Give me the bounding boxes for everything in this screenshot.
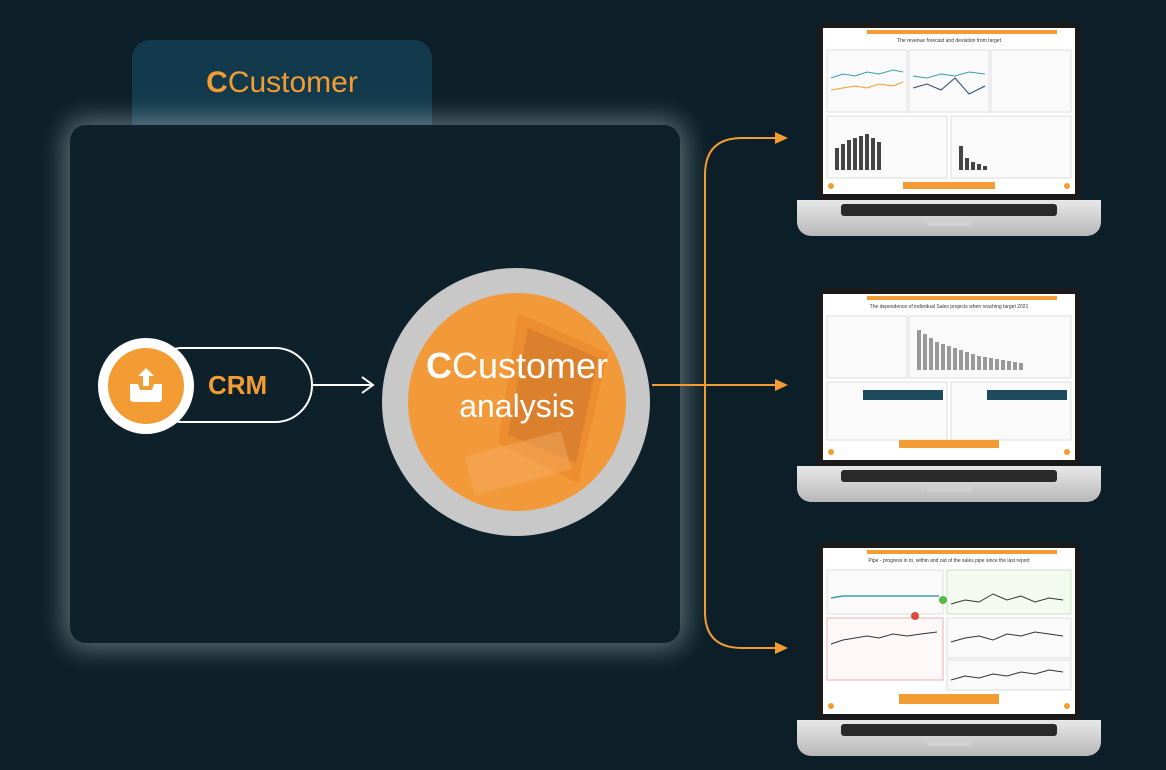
- laptop-photo-overlay: [464, 313, 608, 496]
- laptop-screen: The dependence of individual Sales proje…: [823, 294, 1075, 460]
- analysis-subtitle: analysis: [459, 388, 575, 424]
- crm-label: CRM: [208, 370, 268, 400]
- laptop-sales-dependence: The dependence of individual Sales proje…: [797, 288, 1101, 504]
- folder-tab: [132, 40, 432, 135]
- laptop-revenue-forecast: The revenue forecast and deviation from …: [797, 22, 1101, 238]
- screen-title: The revenue forecast and deviation from …: [897, 38, 1001, 44]
- laptop-screen: Pipe - progress in to, within and out of…: [823, 548, 1075, 714]
- folder-brand: CCustomer: [206, 66, 358, 99]
- screen-title: The dependence of individual Sales proje…: [869, 304, 1029, 310]
- analysis-brand: CCustomer: [425, 345, 609, 386]
- analysis-circle: [408, 293, 626, 511]
- upload-inbox-icon: [130, 368, 162, 402]
- arrow-bottom: [704, 385, 775, 649]
- screen-title: Pipe - progress in to, within and out of…: [868, 558, 1030, 564]
- laptop-sales-pipe: Pipe - progress in to, within and out of…: [797, 542, 1101, 758]
- laptop-screen: The revenue forecast and deviation from …: [823, 28, 1075, 194]
- arrow-top: [704, 137, 775, 385]
